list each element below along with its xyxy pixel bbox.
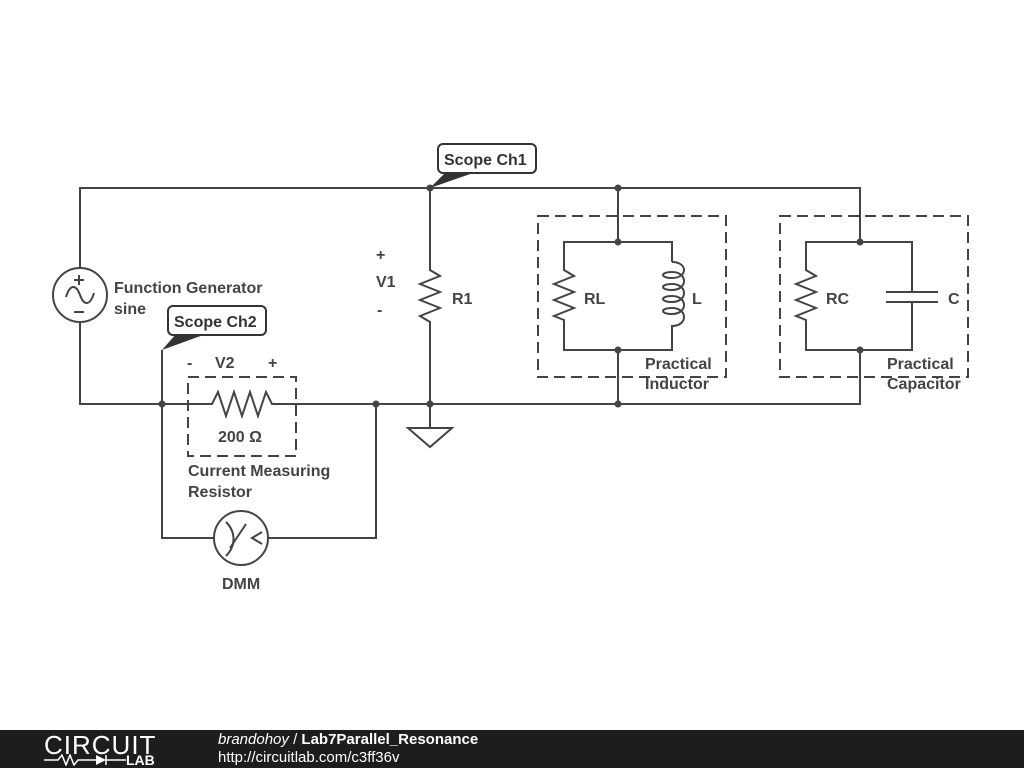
junction-dots — [158, 184, 864, 408]
capacitor-inner-top — [805, 241, 913, 292]
practical-capacitor-box — [779, 215, 969, 378]
junction-dot — [614, 346, 622, 354]
dmm-label: DMM — [222, 576, 260, 593]
dmm-loop-left — [161, 404, 214, 539]
v2-minus: - — [187, 355, 192, 372]
byline-separator: / — [288, 731, 302, 748]
dmm-needle — [229, 523, 247, 549]
circuit-url[interactable]: http://circuitlab.com/c3ff36v — [218, 749, 400, 766]
scope-ch2-probe: Scope Ch2 — [162, 305, 267, 350]
circuit-schematic: RL L Practical Inductor RC C Practical C… — [52, 143, 969, 593]
function-generator-icon — [52, 267, 108, 323]
sine-wave-icon — [65, 286, 95, 304]
junction-dot — [856, 238, 864, 246]
junction-dot — [614, 184, 622, 192]
circuitlab-logo-wave-icon — [44, 754, 126, 766]
sense-resistor-value: 200 Ω — [218, 429, 262, 446]
footer-bar: CIRCUIT LAB brandohoy / Lab7Parallel_Res… — [0, 730, 1024, 768]
function-generator-type: sine — [114, 301, 146, 318]
junction-dot — [856, 346, 864, 354]
junction-dot — [614, 238, 622, 246]
practical-inductor-box — [537, 215, 727, 378]
practical-capacitor-label-2: Capacitor — [887, 376, 961, 393]
scope-ch1-tag — [437, 143, 537, 174]
junction-dot — [158, 400, 166, 408]
inductor-inner-bottom — [563, 326, 673, 351]
junction-dot — [372, 400, 380, 408]
dmm: DMM — [213, 510, 269, 593]
ground-icon — [405, 427, 455, 449]
l-label: L — [692, 291, 702, 308]
rl-resistor — [551, 264, 577, 326]
sense-resistor-caption-2: Resistor — [188, 484, 252, 501]
circuitlab-logo-lab: LAB — [126, 752, 155, 768]
practical-capacitor: RC C Practical Capacitor — [779, 215, 969, 393]
function-generator-label: Function Generator — [114, 280, 262, 297]
rl-label: RL — [584, 291, 606, 308]
scope-ch1-label: Scope Ch1 — [444, 152, 527, 169]
v1-plus: + — [376, 247, 385, 264]
l-inductor — [662, 261, 685, 334]
practical-inductor: RL L Practical Inductor — [537, 215, 727, 393]
practical-capacitor-label-1: Practical — [887, 356, 954, 373]
r1-resistor — [417, 264, 443, 328]
sense-resistor-caption-1: Current Measuring — [188, 463, 330, 480]
circuit-byline: brandohoy / Lab7Parallel_Resonance — [218, 731, 478, 749]
rc-resistor — [793, 264, 819, 326]
c-label: C — [948, 291, 960, 308]
sense-resistor — [196, 388, 296, 420]
scope-ch2-tag — [167, 305, 267, 336]
v2-label: V2 — [215, 355, 235, 372]
r1-resistor-group: R1 + V1 - — [376, 247, 473, 328]
scope-ch2-label: Scope Ch2 — [174, 314, 257, 331]
r1-label: R1 — [452, 291, 473, 308]
top-rail — [79, 187, 861, 268]
rc-label: RC — [826, 291, 850, 308]
circuit-title[interactable]: Lab7Parallel_Resonance — [301, 731, 479, 748]
v1-minus: - — [377, 302, 382, 319]
bottom-rail — [79, 322, 861, 405]
scope-ch2-pointer — [162, 334, 206, 350]
dmm-chevron-icon — [250, 531, 263, 545]
junction-dot — [426, 400, 434, 408]
scope-ch1-probe: Scope Ch1 — [430, 143, 537, 188]
sense-resistor-box — [187, 376, 297, 457]
scope-ch1-pointer — [430, 172, 476, 188]
circuit-info: brandohoy / Lab7Parallel_Resonance http:… — [218, 731, 478, 767]
junction-dot — [614, 400, 622, 408]
dmm-scale-arc — [225, 521, 235, 557]
capacitor-inner-bottom — [805, 302, 913, 351]
author-link[interactable]: brandohoy — [218, 731, 289, 748]
practical-inductor-label-1: Practical — [645, 356, 712, 373]
dmm-meter-icon — [213, 510, 269, 566]
v1-label: V1 — [376, 274, 396, 291]
dmm-loop-right — [268, 404, 377, 539]
function-generator: Function Generator sine — [52, 267, 262, 323]
v2-plus: + — [268, 355, 277, 372]
current-measuring-resistor: - V2 + 200 Ω Current Measuring Resistor — [187, 355, 330, 501]
wires — [79, 187, 861, 539]
practical-inductor-label-2: Inductor — [645, 376, 709, 393]
circuitlab-logo-text: CIRCUIT — [44, 730, 157, 760]
